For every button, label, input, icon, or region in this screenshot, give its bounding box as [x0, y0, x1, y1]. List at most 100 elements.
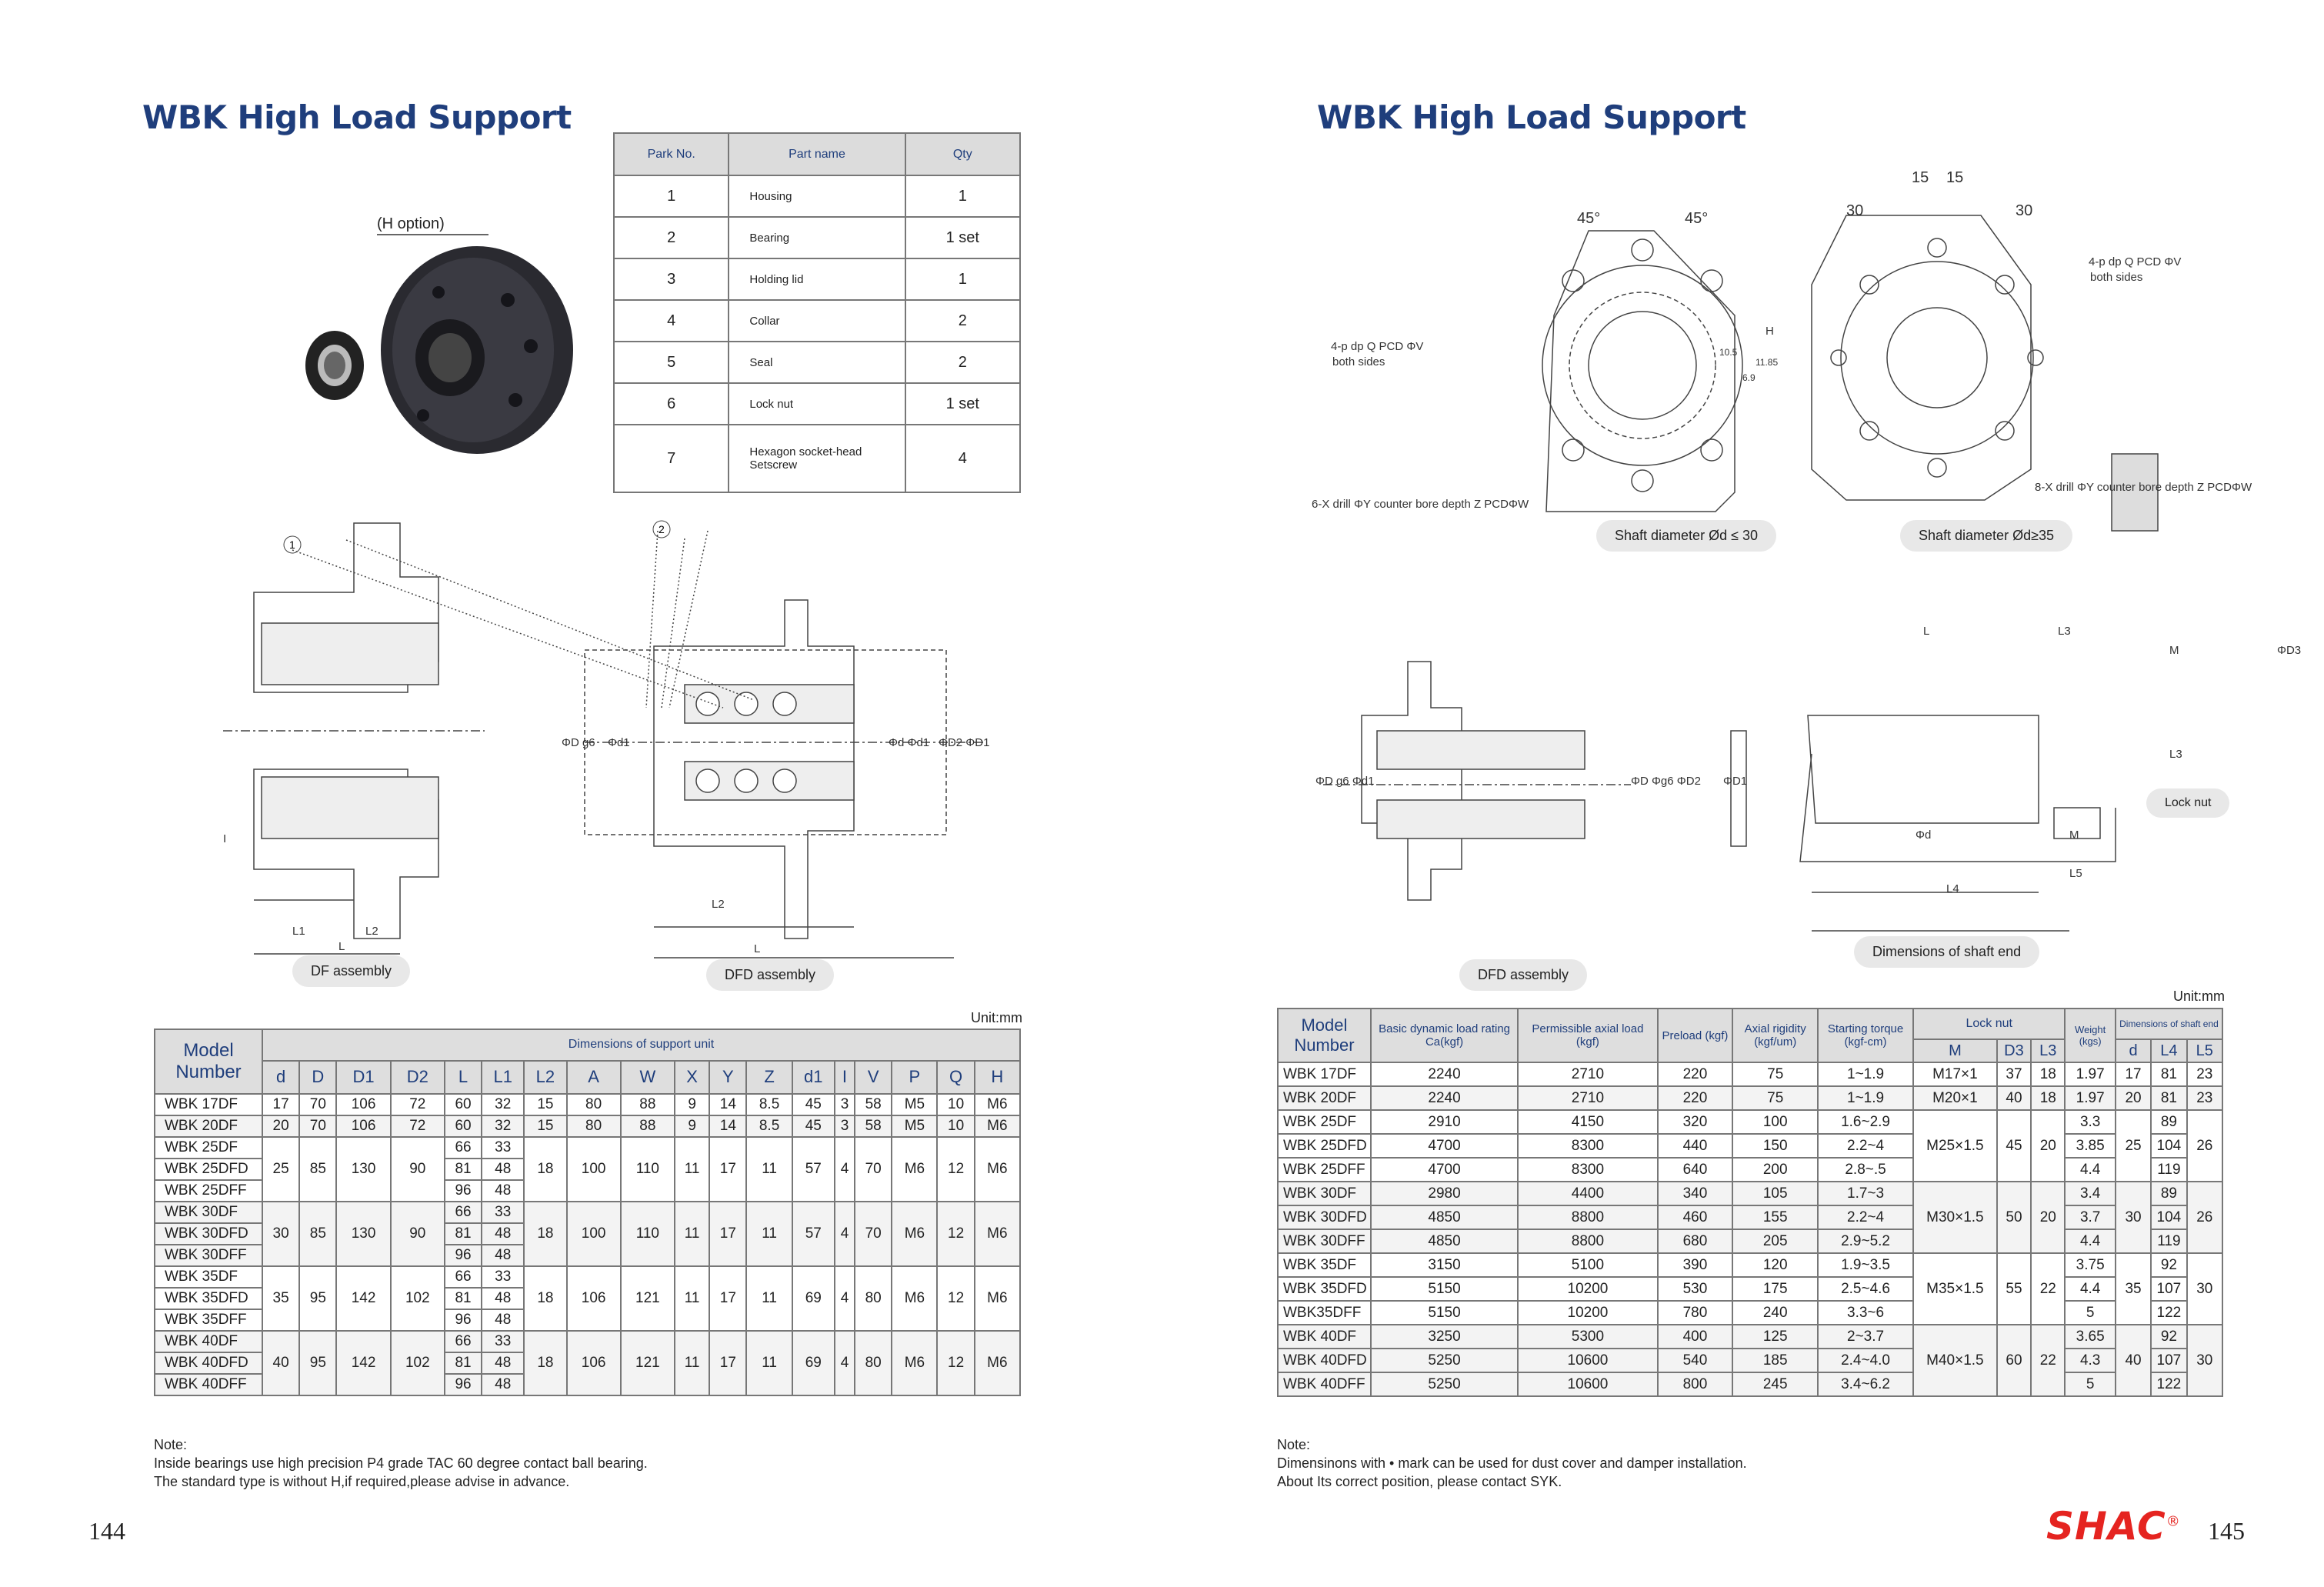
cell-D2: 102	[389, 1265, 445, 1332]
cell-V: 80	[854, 1330, 893, 1396]
cell-l4: 81	[2150, 1062, 2188, 1087]
cell-L1: 48	[481, 1244, 525, 1267]
l4-header: L4	[2150, 1039, 2188, 1063]
cell-L1: 48	[481, 1179, 525, 1202]
column-header-d: d	[261, 1059, 301, 1095]
shaft-large-caption: Shaft diameter Ød≥35	[1900, 520, 2072, 552]
cell-D1: 130	[335, 1136, 392, 1202]
shaft-small-caption: Shaft diameter Ød ≤ 30	[1596, 520, 1776, 552]
cell-torque: 1~1.9	[1817, 1062, 1914, 1087]
cell-Z: 11	[745, 1136, 793, 1202]
model-cell: WBK 17DF	[154, 1093, 263, 1116]
cell-H: M6	[973, 1330, 1022, 1396]
cell-rigidity: 120	[1732, 1252, 1819, 1278]
cell-W: 110	[619, 1201, 675, 1267]
phi-d1-label: Φd1	[608, 736, 630, 749]
cell-m: M25×1.5	[1912, 1109, 1998, 1182]
cell-torque: 1.9~3.5	[1817, 1252, 1914, 1278]
model-cell: WBK 40DFD	[1277, 1348, 1372, 1373]
cell-Y: 17	[709, 1136, 748, 1202]
cell-L: 60	[443, 1093, 483, 1116]
cell-torque: 2.9~5.2	[1817, 1229, 1914, 1254]
cell-H: M6	[973, 1115, 1022, 1138]
note-line: About Its correct position, please conta…	[1277, 1474, 1562, 1489]
cell-L2: 18	[523, 1265, 568, 1332]
m-label: M	[2069, 829, 2079, 842]
model-cell: WBK 25DFF	[1277, 1157, 1372, 1182]
cell-D1: 130	[335, 1201, 392, 1267]
cell-torque: 2.5~4.6	[1817, 1276, 1914, 1302]
model-cell: WBK 25DF	[154, 1136, 263, 1159]
cell-L: 81	[443, 1287, 483, 1310]
cell-axial: 8800	[1517, 1205, 1659, 1230]
cell-d3: 55	[1996, 1252, 2032, 1325]
cell-d1: 57	[791, 1201, 835, 1267]
model-cell: WBK 40DF	[154, 1330, 263, 1353]
cell-l5: 23	[2186, 1062, 2224, 1087]
column-header-P: P	[891, 1059, 939, 1095]
cell-l4: 122	[2150, 1300, 2188, 1325]
cell-l5: 26	[2186, 1109, 2224, 1182]
cell-L: 66	[443, 1136, 483, 1159]
m-header: M	[1912, 1039, 1998, 1063]
l5-header: L5	[2186, 1039, 2224, 1063]
cell-L: 96	[443, 1179, 483, 1202]
i-label: I	[223, 832, 226, 845]
cell-D1: 106	[335, 1115, 392, 1138]
cell-L1: 48	[481, 1309, 525, 1332]
part-qty: 1 set	[904, 216, 1022, 259]
right-note: Note: Dimensinons with • mark can be use…	[1277, 1435, 1747, 1491]
column-header-L1: L1	[481, 1059, 525, 1095]
cell-d1: 69	[791, 1265, 835, 1332]
cell-Z: 11	[745, 1265, 793, 1332]
cell-L1: 48	[481, 1287, 525, 1310]
model-cell: WBK 35DF	[1277, 1252, 1372, 1278]
cell-X: 11	[673, 1201, 711, 1267]
cell-rigidity: 245	[1732, 1372, 1819, 1397]
cell-torque: 2.2~4	[1817, 1205, 1914, 1230]
cell-preload: 220	[1656, 1062, 1734, 1087]
cell-D2: 90	[389, 1136, 445, 1202]
model-cell: WBK 30DFD	[154, 1222, 263, 1245]
cell-preload: 340	[1656, 1181, 1734, 1206]
cell-rigidity: 75	[1732, 1085, 1819, 1111]
column-header-A: A	[565, 1059, 622, 1095]
cell-weight: 1.97	[2064, 1062, 2116, 1087]
cell-d: 35	[261, 1265, 301, 1332]
cell-I: 4	[833, 1136, 856, 1202]
cell-d3: 45	[1996, 1109, 2032, 1182]
dfd-assembly-caption-right: DFD assembly	[1459, 959, 1588, 991]
cell-d3: 40	[1996, 1085, 2032, 1111]
cell-axial: 10600	[1517, 1348, 1659, 1373]
cell-D1: 106	[335, 1093, 392, 1116]
model-cell: WBK 35DFD	[1277, 1276, 1372, 1302]
model-cell: WBK 30DF	[1277, 1181, 1372, 1206]
cell-V: 80	[854, 1265, 893, 1332]
cell-A: 100	[565, 1136, 622, 1202]
cell-I: 4	[833, 1330, 856, 1396]
cell-L1: 33	[481, 1265, 525, 1289]
left-assembly-drawings: L1 L2 L I ΦD g6 Φd1 Φd Φd1 ΦD2 ΦD1 L2 L …	[223, 520, 989, 959]
cell-L: 96	[443, 1309, 483, 1332]
model-cell: WBK 20DF	[154, 1115, 263, 1138]
cell-l4: 104	[2150, 1205, 2188, 1230]
cell-m: M35×1.5	[1912, 1252, 1998, 1325]
cell-preload: 530	[1656, 1276, 1734, 1302]
parts-header-cell: Qty	[904, 132, 1022, 176]
cell-D: 95	[298, 1265, 338, 1332]
cell-weight: 4.4	[2064, 1276, 2116, 1302]
cell-preload: 540	[1656, 1348, 1734, 1373]
cell-ca: 4700	[1369, 1157, 1519, 1182]
holes-small-label: 4-p dp Q PCD ΦV	[1331, 340, 1423, 353]
left-page-title: WBK High Load Support	[142, 98, 572, 136]
phi-d1-label-right: ΦD1	[1723, 775, 1747, 788]
cell-l4: 107	[2150, 1348, 2188, 1373]
cell-preload: 640	[1656, 1157, 1734, 1182]
